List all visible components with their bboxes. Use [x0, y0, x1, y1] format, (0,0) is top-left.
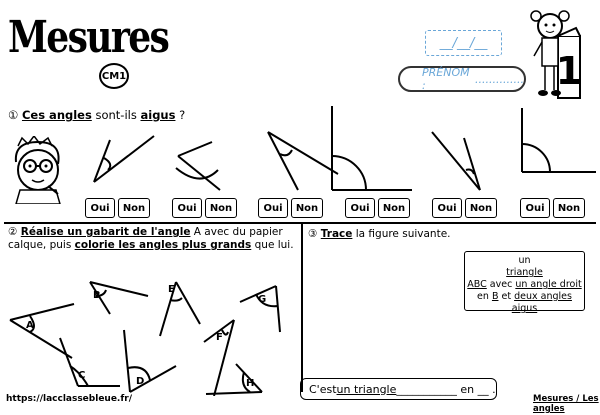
sentence-underlined: un triangle — [336, 382, 397, 396]
answer-sentence[interactable]: C'est un triangle ___________ en __ . — [300, 378, 497, 400]
page-number: 1 — [556, 49, 582, 93]
box-line-4: en B et deux angles aigus — [477, 291, 572, 314]
footer-url: https://lacclassebleue.fr/ — [6, 394, 132, 404]
date-field[interactable]: __/__/__ — [425, 30, 502, 56]
angle-label-f: F — [216, 332, 223, 343]
column-divider — [301, 224, 303, 392]
level-badge: CM1 — [99, 63, 129, 89]
no-button-5[interactable]: Non — [465, 198, 497, 218]
page-title: Mesures — [8, 12, 170, 63]
boy-mascot-illustration — [14, 136, 61, 204]
sentence-end: ___________ en __ . — [396, 382, 496, 396]
angle-label-c: C — [78, 370, 85, 381]
box-line-3: ABC avec un angle droit — [467, 279, 582, 290]
no-button-4[interactable]: Non — [378, 198, 410, 218]
angle-label-a: A — [26, 320, 34, 331]
instruction-box: un triangle ABC avec un angle droit en B… — [464, 251, 585, 314]
section-divider — [4, 222, 596, 224]
name-label: PRÉNOM : — [422, 66, 470, 92]
yes-button-3[interactable]: Oui — [258, 198, 288, 218]
no-button-3[interactable]: Non — [291, 198, 323, 218]
question-2-angles: A B C D E F G H — [9, 281, 281, 396]
yes-button-2[interactable]: Oui — [172, 198, 202, 218]
footer-credit: Mesures / Les angles — [533, 394, 599, 414]
yes-button-1[interactable]: Oui — [85, 198, 115, 218]
name-field[interactable]: PRÉNOM : .............. — [398, 66, 526, 92]
sentence-start: C'est — [309, 382, 337, 396]
question-1-title: ① Ces angles sont-ils aigus ? — [8, 108, 186, 122]
name-dots: .............. — [471, 72, 524, 86]
box-line-1: un — [518, 255, 531, 266]
no-button-1[interactable]: Non — [118, 198, 150, 218]
angle-label-e: E — [168, 284, 175, 295]
no-button-6[interactable]: Non — [553, 198, 585, 218]
question-2-text: ② Réalise un gabarit de l'angle A avec d… — [8, 226, 294, 251]
question-1-angles — [93, 106, 596, 191]
angle-label-h: H — [246, 378, 254, 389]
question-3-text: ③ Trace la figure suivante. — [308, 228, 451, 240]
girl-mascot-illustration: 1 — [530, 10, 582, 99]
angle-label-b: B — [93, 290, 101, 301]
yes-button-6[interactable]: Oui — [520, 198, 550, 218]
yes-button-5[interactable]: Oui — [432, 198, 462, 218]
no-button-2[interactable]: Non — [205, 198, 237, 218]
yes-button-4[interactable]: Oui — [345, 198, 375, 218]
angle-label-g: G — [258, 294, 266, 305]
box-line-2: triangle — [506, 267, 543, 278]
angle-label-d: D — [136, 376, 144, 387]
